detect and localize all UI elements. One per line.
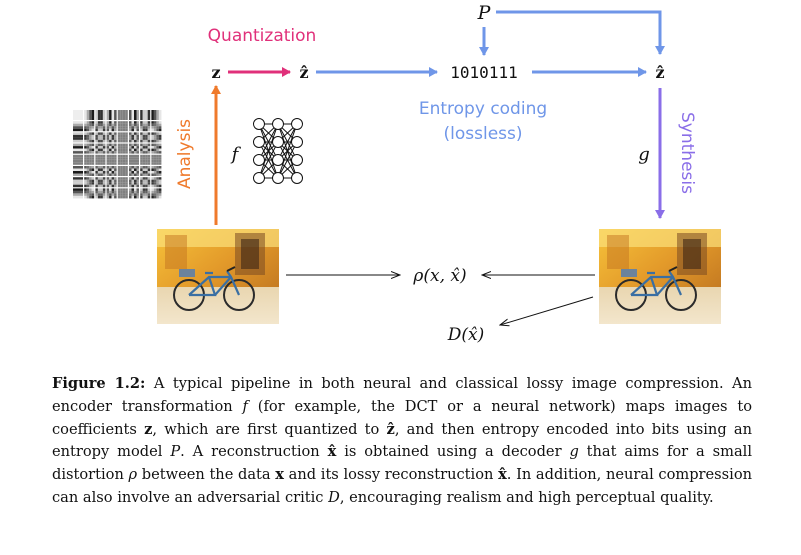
figure-caption: Figure 1.2: A typical pipeline in both n… — [52, 373, 752, 510]
caption-text: that aims for a small distortion — [52, 443, 752, 484]
synthesis-label: Synthesis — [677, 112, 697, 194]
caption-text: between the data — [137, 466, 276, 484]
z-hat-decoded-label: ẑ — [655, 63, 664, 82]
caption-text: . In addition, neural compression can al… — [52, 466, 752, 506]
dct-basis-grid-icon — [73, 110, 162, 199]
analysis-label: Analysis — [175, 119, 195, 189]
quantization-label: Quantization — [208, 26, 317, 46]
z-label: z — [211, 63, 220, 82]
caption-text: , and then entropy encoded into bits usi… — [52, 420, 752, 461]
caption-math-rho: ρ — [128, 466, 138, 484]
caption-math-xhat: x̂ — [498, 466, 507, 484]
caption-math-z: z — [144, 420, 153, 438]
original-image — [155, 227, 281, 326]
entropy-coding-label: Entropy coding — [419, 99, 547, 119]
entropy-lossless-label: (lossless) — [444, 124, 523, 144]
z-hat-label: ẑ — [299, 63, 308, 82]
entropy-model-p-label: P — [477, 2, 492, 24]
neural-network-icon — [253, 118, 303, 184]
caption-text: , which are first quantized to — [152, 420, 387, 438]
caption-text: A typical pipeline in both neural and cl… — [52, 375, 752, 415]
compression-pipeline-diagram: P Quantization z ẑ 1010111 ẑ Entropy cod… — [73, 2, 723, 345]
caption-text: , encouraging realism and high perceptua… — [339, 488, 714, 506]
distortion-rho-label: ρ(x, x̂) — [412, 266, 466, 286]
encoder-f-label: f — [230, 144, 242, 165]
p-to-decoder-arrow — [496, 10, 665, 55]
caption-math-p: P — [170, 443, 181, 461]
caption-math-xhat: x̂ — [327, 443, 337, 461]
caption-math-g: g — [569, 443, 579, 461]
critic-d-label: D(x̂) — [447, 325, 484, 345]
decoder-g-label: g — [638, 144, 650, 165]
reconstructed-image — [597, 227, 723, 326]
caption-text: and its lossy reconstruction — [284, 466, 499, 484]
caption-math-zhat: ẑ — [386, 420, 395, 438]
caption-text: (for example, the DCT or a neural networ… — [52, 397, 752, 438]
caption-math-x: x — [275, 466, 284, 484]
caption-text: is obtained using a decoder — [336, 443, 570, 461]
figure-number: Figure 1.2: — [52, 375, 146, 392]
caption-math-f: f — [242, 397, 248, 415]
bits-label: 1010111 — [450, 63, 517, 82]
reconstruction-to-critic-arrow — [500, 296, 594, 325]
caption-text: . A reconstruction — [180, 443, 328, 461]
caption-math-d: D — [328, 488, 340, 506]
